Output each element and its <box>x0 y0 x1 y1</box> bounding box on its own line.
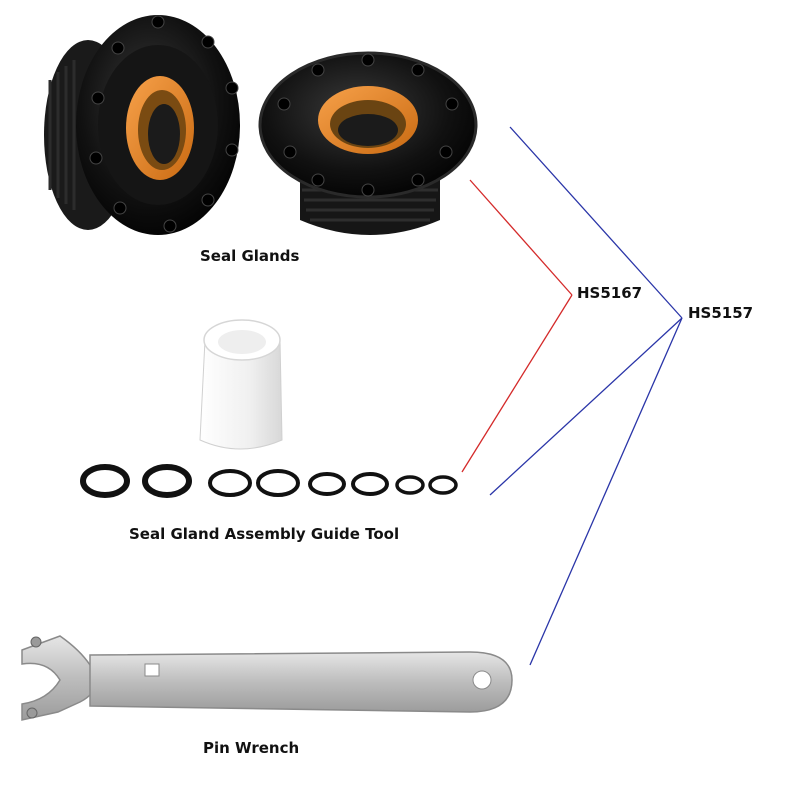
pin-wrench-label: Pin Wrench <box>203 739 300 757</box>
o-ring-icon <box>351 472 389 496</box>
o-rings <box>80 464 458 498</box>
o-ring-icon <box>208 469 252 497</box>
pin-wrench-icon <box>21 635 513 721</box>
kit-a-label: HS5167 <box>577 284 643 302</box>
seal-glands-label: Seal Glands <box>200 247 300 265</box>
guide-tool-icon <box>199 319 283 450</box>
seal-gland-icon <box>44 15 240 235</box>
kit-b-label: HS5157 <box>688 304 754 322</box>
o-ring-icon <box>142 464 192 498</box>
seal-gland-icon <box>258 51 478 235</box>
o-ring-icon <box>308 472 346 496</box>
o-ring-icon <box>80 464 130 498</box>
o-ring-icon <box>256 469 300 497</box>
o-ring-icon <box>395 475 425 495</box>
kit-a-connectors <box>461 179 573 473</box>
kit-b-connectors <box>489 126 683 666</box>
guide-tool-label: Seal Gland Assembly Guide Tool <box>129 525 400 543</box>
o-ring-icon <box>428 475 458 495</box>
